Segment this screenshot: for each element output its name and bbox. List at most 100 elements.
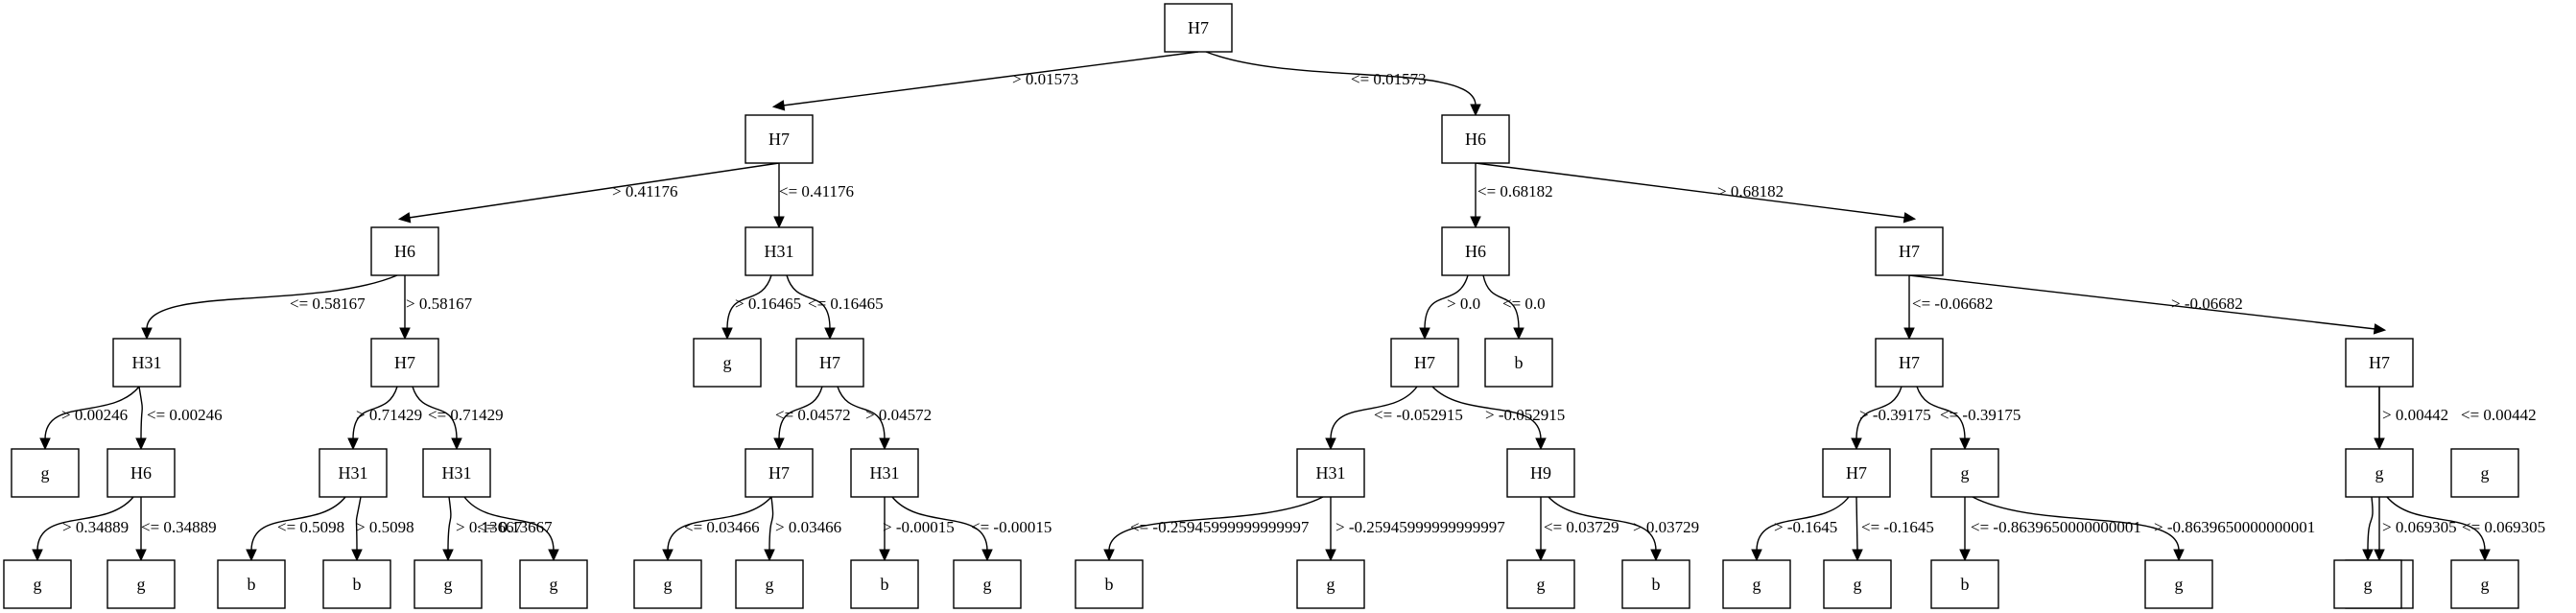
leaf-node-n31: g (519, 559, 588, 609)
node-label: H7 (2369, 353, 2390, 372)
edge-line (786, 274, 831, 330)
node-box (2345, 448, 2414, 498)
edge-condition-label: > 0.5098 (356, 518, 414, 536)
node-label: H7 (1899, 353, 1920, 372)
edge-condition-label: > 0.13667 (456, 518, 523, 536)
edge-n20-n22: > -0.052915 (1431, 386, 1565, 451)
arrow-head (1470, 104, 1481, 117)
node-label: b (1105, 575, 1114, 594)
edge-condition-label: > 0.58167 (406, 295, 473, 313)
edge-condition-label: <= 0.71429 (428, 406, 504, 424)
edge-n13-n16: <= 0.16465 (786, 274, 884, 341)
node-box (370, 338, 439, 388)
node-label: H7 (1188, 18, 1209, 37)
leaf-node-n48: g (2450, 448, 2519, 498)
node-box (1484, 338, 1553, 388)
leaf-node-n42: b (1930, 559, 1999, 609)
edge-line (1916, 386, 1966, 440)
edge-condition-label: <= 0.68182 (1477, 182, 1553, 200)
node-label: g (1537, 575, 1546, 594)
node-box (735, 559, 804, 609)
split-node-n24: H7 (2345, 338, 2414, 388)
edge-n24-n18: > 0.00442 (2374, 387, 2448, 451)
leaf-node-n45: g (2333, 559, 2402, 609)
split-node-n18: g (2345, 448, 2414, 498)
node-box (953, 559, 1022, 609)
edge-n9-n20: > 0.0 (1419, 274, 1480, 341)
node-label: H7 (819, 353, 840, 372)
node-box (322, 559, 391, 609)
arrow-head (39, 437, 51, 451)
node-box (2345, 338, 2414, 388)
node-label: g (723, 353, 732, 372)
leaf-node-n39: b (1621, 559, 1690, 609)
edge-condition-label: <= -0.39175 (1940, 406, 2021, 424)
edge-line (1205, 51, 1477, 106)
edge-n25-n37: > -0.25945999999999997 (1325, 497, 1505, 562)
edge-condition-label: <= -0.052915 (1374, 406, 1463, 424)
edge-line (352, 386, 398, 440)
edge-line (412, 386, 458, 440)
node-box (2144, 559, 2213, 609)
node-box (1621, 559, 1690, 609)
edge-n5-n26: > 0.34889 (32, 496, 134, 562)
arrow-head (879, 437, 890, 451)
edge-n16-n21: > 0.04572 (837, 386, 932, 451)
split-node-n3: H6 (370, 226, 439, 276)
edge-condition-label: <= -0.8639650000000001 (1971, 518, 2141, 536)
leaf-node-n28: b (217, 559, 286, 609)
edge-line (1548, 496, 1657, 552)
edge-line (782, 51, 1199, 106)
edge-line (667, 496, 772, 552)
edge-line (891, 496, 988, 552)
arrow-head (773, 437, 785, 451)
edge-condition-label: > -0.06682 (2171, 295, 2243, 313)
edge-n4-n5: <= 0.00246 (135, 386, 223, 451)
edge-condition-label: > 0.71429 (356, 406, 422, 424)
arrow-head (2479, 549, 2491, 562)
edge-condition-label: <= -0.06682 (1912, 295, 1993, 313)
edge-condition-label: <= 0.5098 (277, 518, 344, 536)
edge-line (1330, 386, 1418, 440)
arrow-head (771, 100, 786, 111)
arrow-head (1513, 327, 1524, 341)
node-label: H31 (442, 463, 472, 483)
edge-condition-label: <= -0.25945999999999997 (1130, 518, 1310, 536)
edge-condition-label: <= 0.34889 (141, 518, 217, 536)
edges-layer: > 0.01573<= 0.01573> 0.41176<= 0.41176<=… (32, 51, 2545, 562)
split-node-n11: H31 (319, 448, 388, 498)
edge-line (2367, 496, 2374, 552)
node-box (3, 559, 72, 609)
node-label: H7 (768, 130, 790, 149)
edge-condition-label: > 0.069305 (2382, 518, 2457, 536)
arrow-head (1535, 549, 1547, 562)
edge-condition-label: <= 0.04572 (775, 406, 851, 424)
arrow-head (773, 216, 785, 229)
arrow-head (1650, 549, 1662, 562)
split-node-n4: H31 (112, 338, 181, 388)
node-box (2333, 559, 2402, 609)
node-label: b (881, 575, 889, 594)
arrow-head (1325, 549, 1336, 562)
node-label: H7 (768, 463, 790, 483)
node-box (1722, 559, 1791, 609)
edge-n5-n27: <= 0.34889 (135, 497, 217, 562)
arrow-head (1419, 327, 1430, 341)
node-box (1930, 448, 1999, 498)
edge-n8-n40: > -0.1645 (1751, 496, 1850, 562)
node-label: b (248, 575, 256, 594)
edge-line (1475, 162, 1906, 219)
edge-n11-n28: <= 0.5098 (246, 496, 346, 562)
arrow-head (1470, 216, 1481, 229)
split-node-n2: H6 (1441, 114, 1510, 164)
split-node-n0: H7 (1164, 3, 1233, 53)
edge-line (1908, 274, 2376, 330)
node-box (414, 559, 483, 609)
node-label: H7 (1846, 463, 1867, 483)
split-node-n1: H7 (744, 114, 814, 164)
node-box (633, 559, 702, 609)
node-box (106, 448, 176, 498)
arrow-head (246, 549, 257, 562)
split-node-n14: H31 (422, 448, 491, 498)
edge-n0-n1: > 0.01573 (771, 51, 1199, 111)
